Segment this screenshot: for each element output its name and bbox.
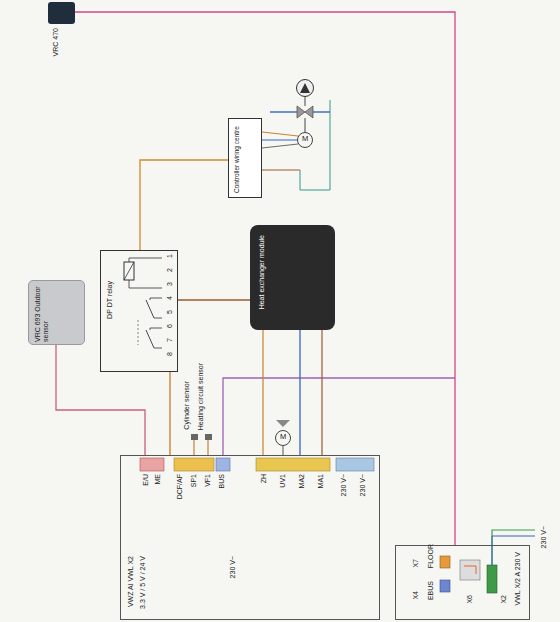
terminal-label: MA2 bbox=[298, 474, 306, 488]
sensor-symbol bbox=[191, 434, 198, 440]
valve-stem bbox=[305, 118, 306, 132]
wire bbox=[262, 330, 263, 455]
relay-wire bbox=[150, 328, 162, 330]
cable bbox=[178, 299, 250, 300]
outdoor-sensor: VRC 693 Outdoor sensor bbox=[28, 280, 85, 345]
wire bbox=[262, 132, 298, 136]
bus-wire bbox=[223, 378, 455, 455]
terminal-label: EBUS bbox=[427, 581, 435, 600]
terminal-label: UV1 bbox=[279, 474, 287, 488]
node-text: VWL X/2 A 230 V bbox=[514, 552, 522, 605]
node-text: Heat exchanger module bbox=[258, 235, 266, 309]
wire bbox=[321, 330, 322, 455]
heat-pump-terminal-board: VWL X/2 A 230 V bbox=[395, 545, 530, 620]
terminal-label: 1 bbox=[166, 254, 174, 258]
terminal-label: X2 bbox=[500, 595, 508, 604]
pipe bbox=[270, 111, 297, 112]
terminal-label: 230 V~ bbox=[359, 474, 367, 496]
terminal-plug bbox=[256, 458, 330, 471]
motor-symbol bbox=[298, 133, 313, 148]
valve-symbol bbox=[305, 106, 313, 118]
node-text: 230 V~ bbox=[229, 556, 237, 578]
cable bbox=[299, 330, 300, 455]
terminal-label: X4 bbox=[412, 591, 420, 600]
node-text: DP DT relay bbox=[106, 281, 114, 319]
sensor-wire bbox=[207, 440, 208, 455]
terminal-label: 2 bbox=[166, 268, 174, 272]
relay-switch bbox=[146, 330, 154, 348]
terminal-label: 5 bbox=[166, 310, 174, 314]
terminal-plug bbox=[440, 556, 450, 568]
cable bbox=[140, 160, 228, 250]
wire bbox=[283, 446, 284, 455]
terminal-label: ZH bbox=[260, 474, 268, 483]
node-text: VRC 693 Outdoor sensor bbox=[34, 285, 49, 342]
relay-wire bbox=[129, 258, 162, 262]
terminal-plug bbox=[440, 580, 450, 592]
terminal-label: 230 V~ bbox=[340, 474, 348, 496]
heat-exchanger: Heat exchanger module bbox=[250, 225, 335, 330]
terminal-plug bbox=[174, 458, 214, 471]
wire bbox=[262, 170, 300, 171]
sensor-wire bbox=[193, 440, 194, 455]
relay-coil bbox=[124, 262, 134, 280]
pump-symbol bbox=[300, 83, 310, 93]
terminal-plug bbox=[140, 458, 164, 471]
terminal-label: FLOOR bbox=[427, 544, 435, 568]
terminal-label: 6 bbox=[166, 324, 174, 328]
terminal-label: E/U bbox=[142, 474, 150, 486]
terminal-label: 230 V~ bbox=[540, 526, 548, 548]
valve-symbol bbox=[276, 420, 290, 427]
node-text: VWZ AI VWL X2 bbox=[127, 556, 135, 607]
terminal-label: DCF/AF bbox=[176, 474, 184, 499]
terminal-plug bbox=[460, 560, 480, 580]
relay-switch bbox=[146, 300, 154, 318]
terminal-label: MA1 bbox=[317, 474, 325, 488]
jumper-wire bbox=[464, 566, 476, 574]
relay-coil bbox=[124, 262, 134, 280]
relay-wire bbox=[150, 298, 162, 300]
valve-symbol bbox=[297, 106, 305, 118]
wire bbox=[262, 140, 297, 141]
terminal-plug bbox=[487, 565, 497, 593]
node-text: VRC 470 bbox=[52, 28, 60, 56]
terminal-label: BUS bbox=[218, 474, 226, 488]
controller-unit: VRC 470 bbox=[48, 2, 75, 24]
terminal-label: 8 bbox=[166, 352, 174, 356]
pump-symbol bbox=[297, 80, 314, 97]
pipe bbox=[305, 97, 306, 106]
motor-symbol bbox=[276, 431, 291, 446]
terminal-label: SP1 bbox=[190, 474, 198, 487]
relay-link bbox=[138, 320, 139, 345]
terminal-label: Cylinder sensor bbox=[183, 381, 191, 430]
node-text: 3.3 V / 5 V / 24 V bbox=[139, 556, 147, 609]
terminal-label: 4 bbox=[166, 296, 174, 300]
wiring-centre: Controller wiring centre bbox=[228, 118, 262, 198]
cable bbox=[169, 372, 170, 455]
terminal-label: 3 bbox=[166, 282, 174, 286]
relay-wire bbox=[154, 348, 162, 349]
node-text: Controller wiring centre bbox=[233, 123, 240, 193]
terminal-label: ME bbox=[154, 474, 162, 485]
terminal-label: 7 bbox=[166, 338, 174, 342]
relay-wire bbox=[129, 280, 162, 288]
pipe bbox=[313, 111, 330, 112]
relay-wire bbox=[154, 318, 162, 319]
sensor-symbol bbox=[205, 434, 212, 440]
mains-wire bbox=[492, 536, 535, 565]
terminal-label: Heating circuit sensor bbox=[197, 363, 205, 430]
wire bbox=[262, 144, 298, 148]
terminal-label: VF1 bbox=[204, 474, 212, 487]
terminal-label: X6 bbox=[466, 595, 474, 604]
terminal-plug bbox=[336, 458, 374, 471]
terminal-label: X7 bbox=[412, 559, 420, 568]
symbol-letter: M bbox=[280, 433, 286, 441]
symbol-letter: M bbox=[302, 135, 308, 143]
mains-wire bbox=[492, 530, 535, 565]
terminal-plug bbox=[216, 458, 230, 471]
cable bbox=[75, 12, 455, 545]
